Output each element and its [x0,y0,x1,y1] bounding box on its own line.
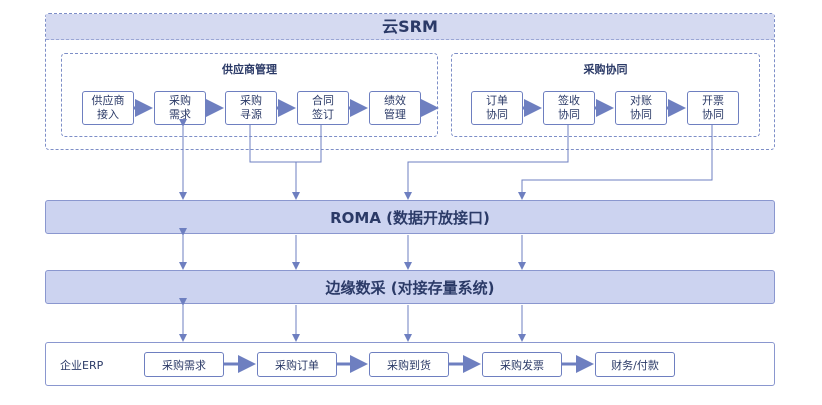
erp-node-purchase-order: 采购订单 [257,352,337,377]
connector [249,125,322,163]
connector [518,125,713,200]
srm-title: 云SRM [46,14,774,40]
node-supplier-onboarding: 供应商接入 [82,91,134,125]
node-reconciliation-collaboration: 对账协同 [615,91,667,125]
connector [404,125,569,200]
node-receipt-collaboration: 签收协同 [543,91,595,125]
erp-node-purchase-demand: 采购需求 [144,352,224,377]
procurement-collaboration-group [451,53,760,137]
erp-node-purchase-arrival: 采购到货 [369,352,449,377]
node-order-collaboration: 订单协同 [471,91,523,125]
node-contract-signing: 合同签订 [297,91,349,125]
erp-node-finance-payment: 财务/付款 [595,352,675,377]
edge-collection-band: 边缘数采 (对接存量系统) [45,270,775,304]
roma-band: ROMA (数据开放接口) [45,200,775,234]
node-invoicing-collaboration: 开票协同 [687,91,739,125]
node-purchase-sourcing: 采购寻源 [225,91,277,125]
supplier-management-title: 供应商管理 [222,63,277,76]
erp-node-purchase-invoice: 采购发票 [482,352,562,377]
erp-label: 企业ERP [60,359,104,372]
node-performance-management: 绩效管理 [369,91,421,125]
procurement-collaboration-title: 采购协同 [583,63,628,76]
